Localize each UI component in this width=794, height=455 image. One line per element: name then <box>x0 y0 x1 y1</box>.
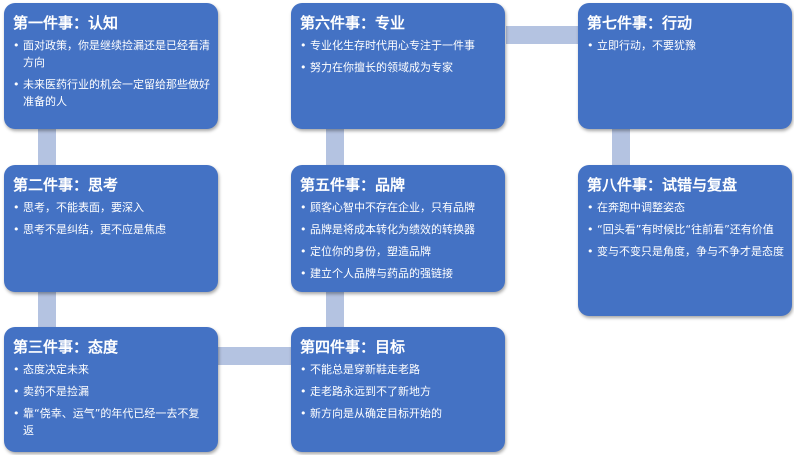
bullet-icon: • <box>13 78 20 91</box>
step-title: 第六件事：专业 <box>300 14 406 32</box>
step-item: •思考，不能表面，要深入 <box>13 199 210 216</box>
step-box-3: 第三件事：态度•态度决定未来•卖药不是捡漏•靠“侥幸、运气”的年代已经一去不复返 <box>4 327 218 452</box>
step-item: •努力在你擅长的领域成为专家 <box>300 59 497 76</box>
step-item-text: “回头看”有时候比“往前看”还有价值 <box>597 223 774 236</box>
step-item-list: •不能总是穿新鞋走老路•走老路永远到不了新地方•新方向是从确定目标开始的 <box>300 361 497 422</box>
step-title: 第八件事：试错与复盘 <box>587 176 738 194</box>
step-item-text: 面对政策，你是继续捡漏还是已经看清方向 <box>23 39 210 69</box>
step-item-text: 卖药不是捡漏 <box>23 385 89 398</box>
step-item-text: 新方向是从确定目标开始的 <box>310 407 442 420</box>
step-item-list: •顾客心智中不存在企业，只有品牌•品牌是将成本转化为绩效的转换器•定位你的身份，… <box>300 199 497 282</box>
step-item-list: •思考，不能表面，要深入•思考不是纠结，更不应是焦虑 <box>13 199 210 238</box>
bullet-icon: • <box>587 39 594 52</box>
step-box-2: 第二件事：思考•思考，不能表面，要深入•思考不是纠结，更不应是焦虑 <box>4 165 218 292</box>
step-box-8: 第八件事：试错与复盘•在奔跑中调整姿态•“回头看”有时候比“往前看”还有价值•变… <box>578 165 792 316</box>
step-box-5: 第五件事：品牌•顾客心智中不存在企业，只有品牌•品牌是将成本转化为绩效的转换器•… <box>291 165 505 292</box>
step-box-7: 第七件事：行动 •立即行动，不要犹豫 <box>578 3 792 129</box>
step-item-text: 立即行动，不要犹豫 <box>597 39 696 52</box>
step-item-list: •态度决定未来•卖药不是捡漏•靠“侥幸、运气”的年代已经一去不复返 <box>13 361 210 439</box>
bullet-icon: • <box>13 39 20 52</box>
step-title: 第二件事：思考 <box>13 176 119 194</box>
step-item: •不能总是穿新鞋走老路 <box>300 361 497 378</box>
step-box-4: 第四件事：目标•不能总是穿新鞋走老路•走老路永远到不了新地方•新方向是从确定目标… <box>291 327 505 452</box>
step-item-text: 未来医药行业的机会一定留给那些做好准备的人 <box>23 78 210 108</box>
step-item-list: •面对政策，你是继续捡漏还是已经看清方向•未来医药行业的机会一定留给那些做好准备… <box>13 37 210 110</box>
step-item: •面对政策，你是继续捡漏还是已经看清方向 <box>13 37 210 71</box>
step-item: •顾客心智中不存在企业，只有品牌 <box>300 199 497 216</box>
bullet-icon: • <box>13 385 20 398</box>
step-item-list: •立即行动，不要犹豫 <box>587 37 784 54</box>
step-item: •在奔跑中调整姿态 <box>587 199 784 216</box>
step-item-text: 思考不是纠结，更不应是焦虑 <box>23 223 166 236</box>
step-item: •走老路永远到不了新地方 <box>300 383 497 400</box>
step-item-text: 顾客心智中不存在企业，只有品牌 <box>310 201 475 214</box>
step-item: •卖药不是捡漏 <box>13 383 210 400</box>
connector-6-7 <box>506 26 579 44</box>
step-item: •建立个人品牌与药品的强链接 <box>300 265 497 282</box>
bullet-icon: • <box>13 223 20 236</box>
step-item: •靠“侥幸、运气”的年代已经一去不复返 <box>13 405 210 439</box>
step-box-6: 第六件事：专业•专业化生存时代用心专注于一件事•努力在你擅长的领域成为专家 <box>291 3 505 129</box>
bullet-icon: • <box>587 245 594 258</box>
connector-1-2 <box>38 128 56 165</box>
step-title: 第七件事：行动 <box>587 14 693 32</box>
bullet-icon: • <box>300 385 307 398</box>
bullet-icon: • <box>300 201 307 214</box>
step-item: •新方向是从确定目标开始的 <box>300 405 497 422</box>
step-item: •定位你的身份，塑造品牌 <box>300 243 497 260</box>
step-title: 第四件事：目标 <box>300 338 406 356</box>
bullet-icon: • <box>13 201 20 214</box>
step-item: •变与不变只是角度，争与不争才是态度 <box>587 243 784 260</box>
step-title: 第五件事：品牌 <box>300 176 406 194</box>
step-item-text: 专业化生存时代用心专注于一件事 <box>310 39 475 52</box>
step-item-text: 在奔跑中调整姿态 <box>597 201 685 214</box>
step-item-text: 态度决定未来 <box>23 363 89 376</box>
step-item: •思考不是纠结，更不应是焦虑 <box>13 221 210 238</box>
step-title: 第一件事：认知 <box>13 14 119 32</box>
step-item: •专业化生存时代用心专注于一件事 <box>300 37 497 54</box>
step-box-1: 第一件事：认知•面对政策，你是继续捡漏还是已经看清方向•未来医药行业的机会一定留… <box>4 3 218 129</box>
bullet-icon: • <box>587 223 594 236</box>
bullet-icon: • <box>300 39 307 52</box>
step-item-text: 不能总是穿新鞋走老路 <box>310 363 420 376</box>
step-title: 第三件事：态度 <box>13 338 119 356</box>
step-item-text: 走老路永远到不了新地方 <box>310 385 431 398</box>
connector-5-6 <box>326 128 344 165</box>
connector-2-3 <box>38 292 56 327</box>
bullet-icon: • <box>587 201 594 214</box>
connector-3-4 <box>218 347 291 365</box>
bullet-icon: • <box>300 267 307 280</box>
bullet-icon: • <box>300 407 307 420</box>
bullet-icon: • <box>13 407 20 420</box>
step-item-text: 建立个人品牌与药品的强链接 <box>310 267 453 280</box>
step-item-text: 品牌是将成本转化为绩效的转换器 <box>310 223 475 236</box>
step-item-text: 靠“侥幸、运气”的年代已经一去不复返 <box>23 407 200 437</box>
bullet-icon: • <box>13 363 20 376</box>
bullet-icon: • <box>300 245 307 258</box>
step-item-text: 努力在你擅长的领域成为专家 <box>310 61 453 74</box>
step-item: •未来医药行业的机会一定留给那些做好准备的人 <box>13 76 210 110</box>
step-item-text: 思考，不能表面，要深入 <box>23 201 144 214</box>
step-item: •态度决定未来 <box>13 361 210 378</box>
step-item: •“回头看”有时候比“往前看”还有价值 <box>587 221 784 238</box>
bullet-icon: • <box>300 223 307 236</box>
bullet-icon: • <box>300 61 307 74</box>
connector-7-8 <box>612 128 630 165</box>
step-item-list: •专业化生存时代用心专注于一件事•努力在你擅长的领域成为专家 <box>300 37 497 76</box>
step-item-text: 变与不变只是角度，争与不争才是态度 <box>597 245 784 258</box>
step-item: •品牌是将成本转化为绩效的转换器 <box>300 221 497 238</box>
step-item-text: 定位你的身份，塑造品牌 <box>310 245 431 258</box>
connector-4-5 <box>326 292 344 327</box>
bullet-icon: • <box>300 363 307 376</box>
step-item-list: •在奔跑中调整姿态•“回头看”有时候比“往前看”还有价值•变与不变只是角度，争与… <box>587 199 784 260</box>
step-item: •立即行动，不要犹豫 <box>587 37 784 54</box>
